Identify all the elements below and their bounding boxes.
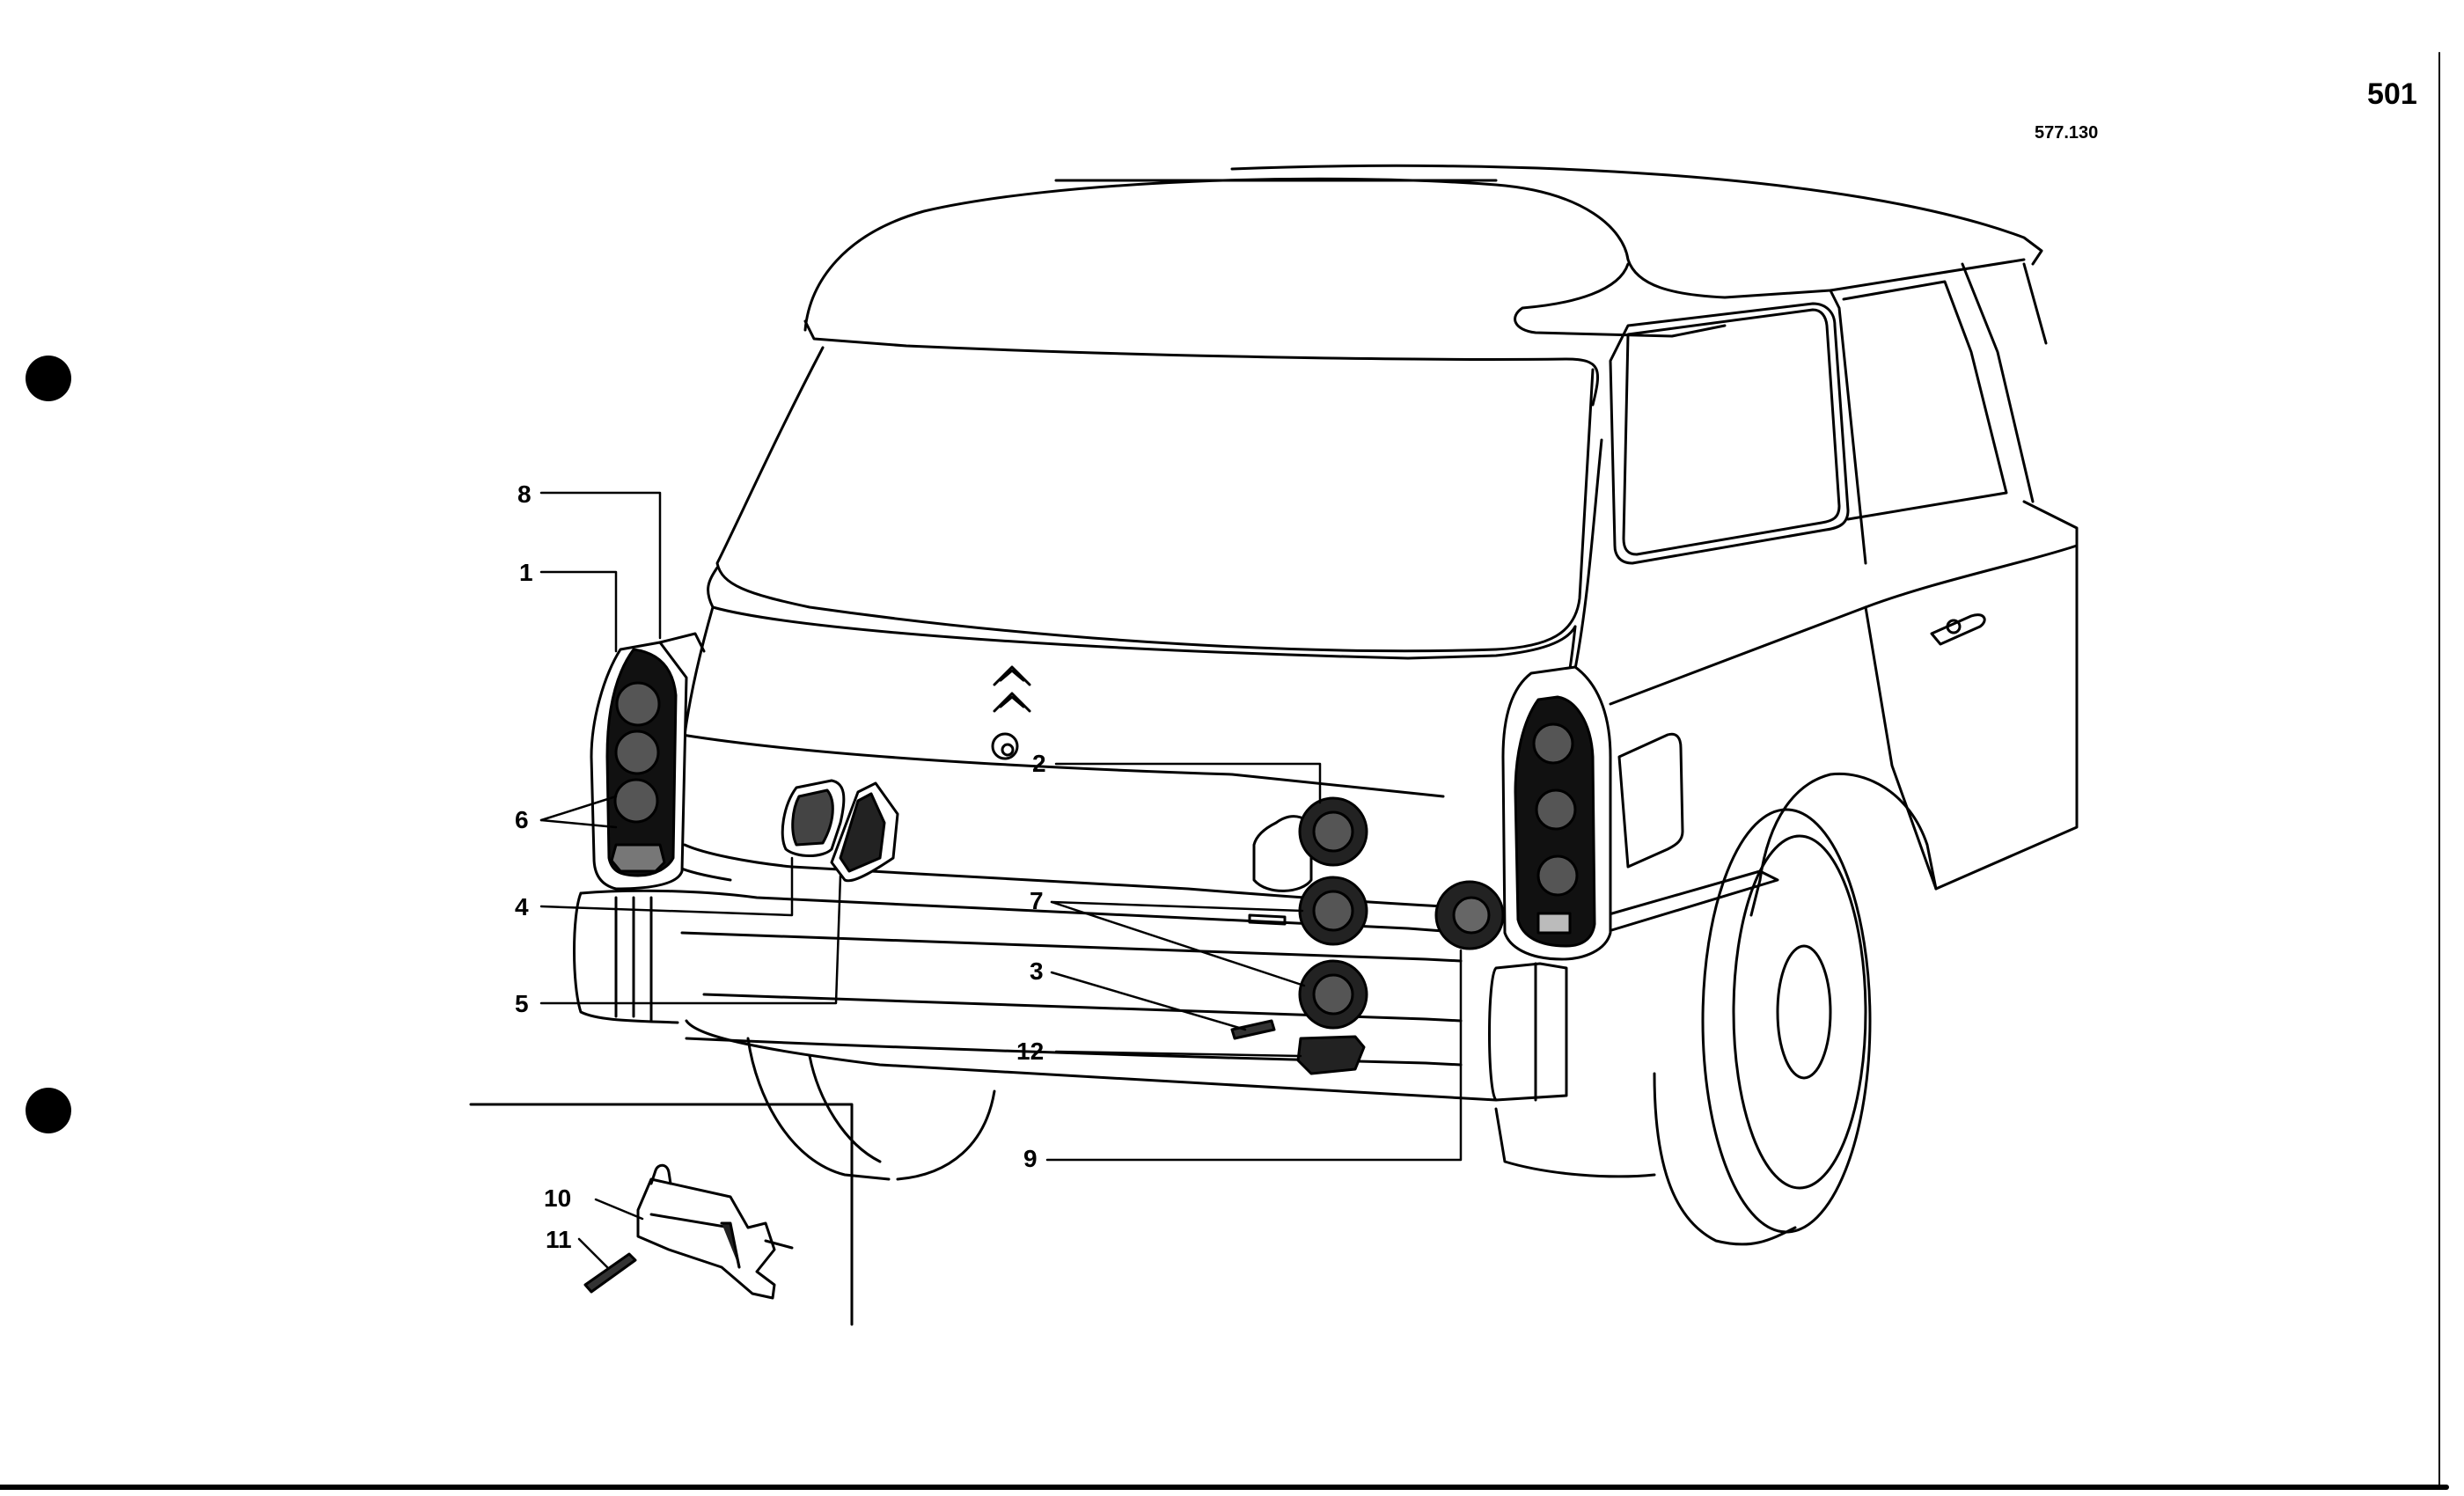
left-tail-light-assembly bbox=[590, 632, 706, 891]
callout-4: 4 bbox=[515, 893, 529, 920]
reference-code: 577.130 bbox=[2035, 123, 2099, 143]
reversing-lamp-lens bbox=[1296, 1035, 1366, 1075]
callout-11: 11 bbox=[546, 1226, 572, 1253]
callout-8: 8 bbox=[517, 480, 532, 508]
mounting-bracket bbox=[636, 1177, 776, 1300]
callout-10: 10 bbox=[544, 1184, 572, 1212]
threaded-pin bbox=[583, 1252, 637, 1294]
car-body-outline bbox=[573, 164, 2079, 1246]
callout-9: 9 bbox=[1023, 1145, 1038, 1172]
tailgate-lock-icon bbox=[991, 732, 1019, 760]
callout-1: 1 bbox=[519, 559, 533, 586]
lamp-lens bbox=[613, 778, 659, 824]
round-lamp-units bbox=[1248, 796, 1368, 1030]
number-plate-lamp bbox=[781, 779, 846, 857]
plate-lamp-housing bbox=[830, 781, 899, 883]
callout-7: 7 bbox=[1030, 887, 1044, 914]
callout-6: 6 bbox=[515, 806, 529, 833]
binder-hole-icon bbox=[26, 1088, 71, 1133]
side-round-lamp bbox=[1434, 880, 1505, 950]
callout-12: 12 bbox=[1016, 1038, 1045, 1065]
screw bbox=[1230, 1019, 1276, 1040]
lamp-lens bbox=[615, 681, 661, 727]
right-tail-light-assembly bbox=[1501, 665, 1612, 961]
chevron-emblem-icon bbox=[993, 665, 1031, 713]
lamp-lens bbox=[614, 730, 660, 775]
callout-5: 5 bbox=[515, 990, 529, 1017]
callout-3: 3 bbox=[1030, 957, 1044, 985]
binder-hole-icon bbox=[26, 356, 71, 401]
callout-2: 2 bbox=[1032, 750, 1046, 777]
leader-lines bbox=[539, 491, 1463, 1269]
page-number: 501 bbox=[2367, 77, 2417, 111]
detail-inset bbox=[469, 1103, 854, 1326]
